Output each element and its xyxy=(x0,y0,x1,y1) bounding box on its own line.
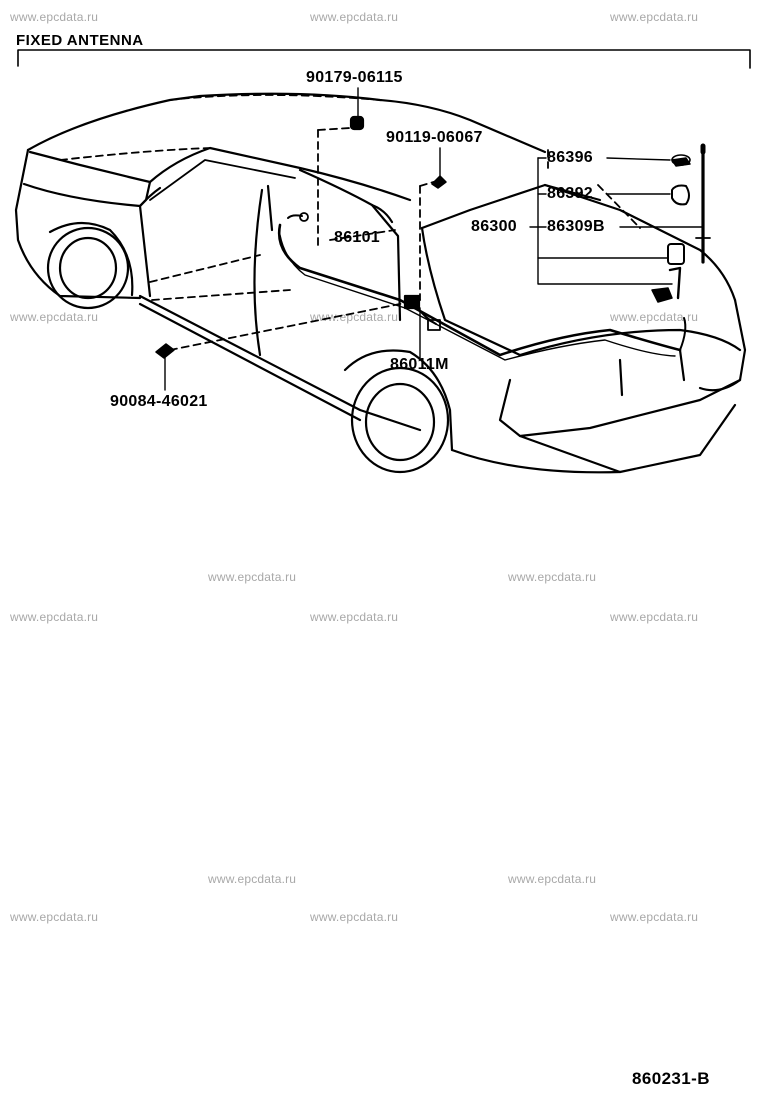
watermark: www.epcdata.ru xyxy=(310,310,399,324)
clip-90179-icon xyxy=(349,115,365,131)
section-title: FIXED ANTENNA xyxy=(16,32,144,49)
watermark: www.epcdata.ru xyxy=(610,10,699,24)
nut-86396-icon xyxy=(671,154,691,167)
hidden-lines xyxy=(59,94,641,351)
antenna-base-icon xyxy=(651,243,685,303)
part-label-90119-06067: 90119-06067 xyxy=(386,129,483,146)
screw-90119-icon xyxy=(431,175,447,189)
grommet-86392-icon xyxy=(671,184,690,206)
watermark: www.epcdata.ru xyxy=(310,10,399,24)
part-label-86300: 86300 xyxy=(471,218,517,235)
watermark: www.epcdata.ru xyxy=(208,872,297,886)
watermark: www.epcdata.ru xyxy=(610,910,699,924)
antenna-cable xyxy=(277,212,687,361)
section-bracket xyxy=(17,49,751,69)
part-label-86309b: 86309B xyxy=(547,218,605,235)
car-body-outline xyxy=(14,92,747,474)
diagram-code: 860231-B xyxy=(632,1069,710,1088)
watermark: www.epcdata.ru xyxy=(310,610,399,624)
watermark: www.epcdata.ru xyxy=(10,610,99,624)
watermark: www.epcdata.ru xyxy=(208,570,297,584)
antenna-rod-icon xyxy=(695,143,711,264)
clip-90084-icon xyxy=(155,343,175,359)
watermark: www.epcdata.ru xyxy=(508,872,597,886)
leader-lines xyxy=(164,87,704,391)
part-label-86011m: 86011M xyxy=(390,356,449,373)
watermark: www.epcdata.ru xyxy=(610,310,699,324)
part-label-86396: 86396 xyxy=(547,149,593,166)
watermark: www.epcdata.ru xyxy=(10,310,99,324)
watermark: www.epcdata.ru xyxy=(508,570,597,584)
part-label-90084-46021: 90084-46021 xyxy=(110,393,208,410)
watermark: www.epcdata.ru xyxy=(10,10,99,24)
watermark: www.epcdata.ru xyxy=(610,610,699,624)
part-label-86101: 86101 xyxy=(334,229,380,246)
watermark: www.epcdata.ru xyxy=(10,910,99,924)
connector-86011m-icon xyxy=(403,294,441,331)
part-label-90179-06115: 90179-06115 xyxy=(306,69,403,86)
part-label-86392: 86392 xyxy=(547,185,593,202)
watermark: www.epcdata.ru xyxy=(310,910,399,924)
